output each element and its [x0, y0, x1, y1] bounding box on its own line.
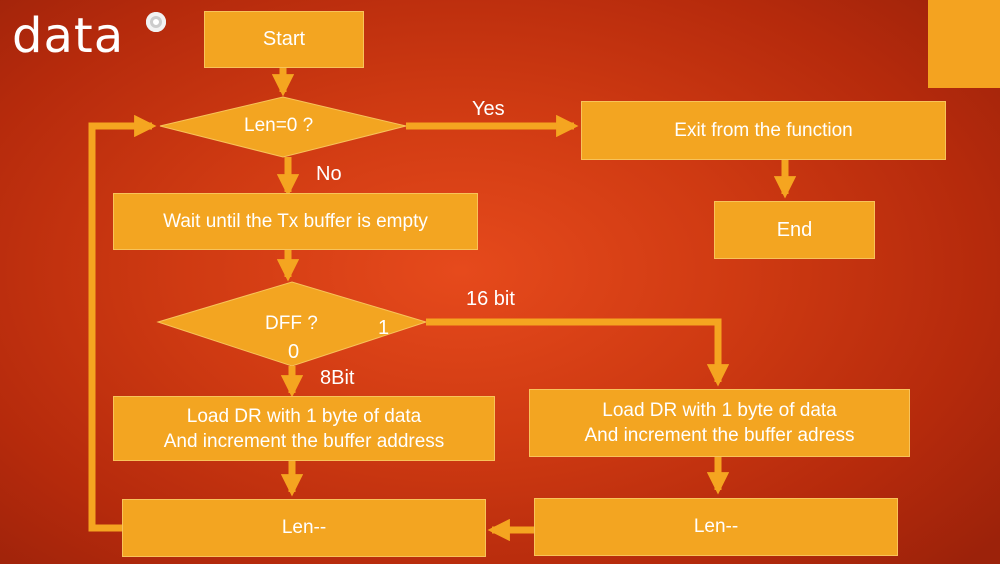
start-node: Start [204, 11, 364, 68]
load-8bit-node: Load DR with 1 byte of data And incremen… [113, 396, 495, 461]
arrow-loop-back [88, 114, 157, 532]
dff-one-label: 1 [378, 317, 390, 339]
brand-logo: data [12, 6, 124, 66]
wait-node: Wait until the Tx buffer is empty [113, 193, 478, 250]
dff-zero-label: 0 [288, 341, 300, 363]
exit-node: Exit from the function [581, 101, 946, 160]
len-decrement-left-node: Len-- [122, 499, 486, 557]
len-check-label: Len=0 ? [244, 115, 314, 136]
logo-dot-icon [146, 12, 166, 32]
arrow-dff-to-16bit [426, 318, 730, 387]
len-decrement-right-node: Len-- [534, 498, 898, 556]
corner-accent [928, 0, 1000, 88]
yes-label: Yes [472, 98, 505, 120]
sixteen-bit-label: 16 bit [466, 288, 515, 310]
dff-check-label: DFF ? [265, 313, 318, 334]
load-16bit-node: Load DR with 1 byte of data And incremen… [529, 389, 910, 457]
no-label: No [316, 163, 342, 185]
logo-text: data [12, 8, 125, 64]
end-node: End [714, 201, 875, 259]
eight-bit-label: 8Bit [320, 367, 355, 389]
